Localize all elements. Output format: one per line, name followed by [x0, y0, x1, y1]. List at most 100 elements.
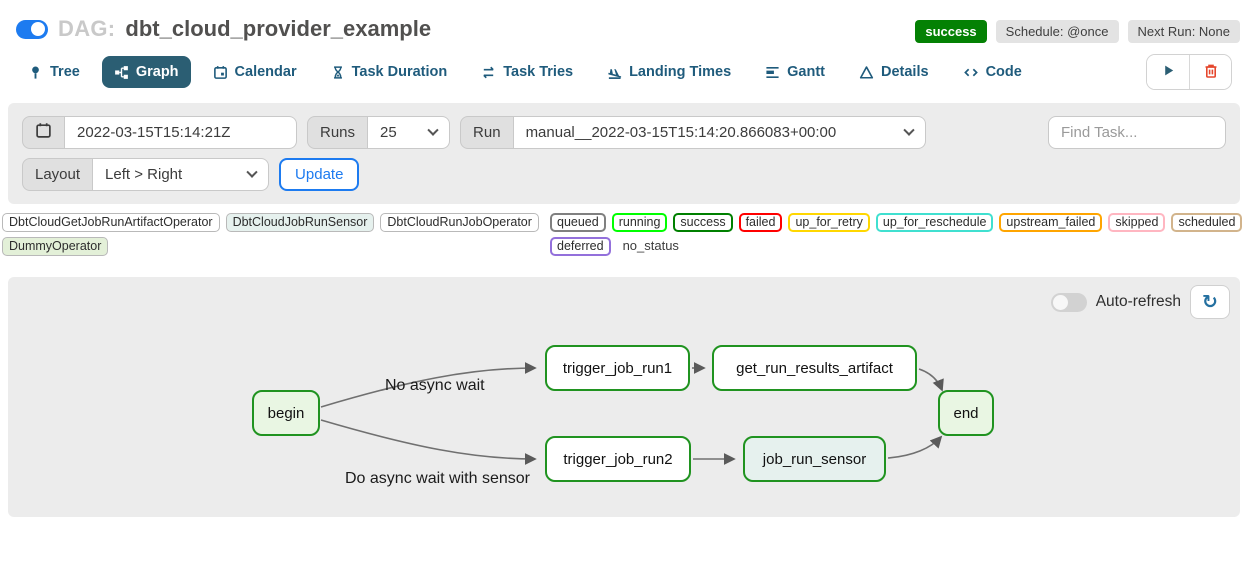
refresh-button[interactable]: ↻: [1190, 285, 1230, 319]
dag-action-buttons: [1146, 54, 1232, 90]
auto-refresh-label: Auto-refresh: [1095, 293, 1181, 310]
dag-graph-panel: Auto-refresh ↻ begin trigger_job_run1 ge…: [8, 277, 1240, 517]
trigger-dag-button[interactable]: [1147, 55, 1189, 89]
tab-label: Task Tries: [503, 64, 574, 80]
chevron-down-icon: [427, 124, 439, 136]
tab-details[interactable]: Details: [847, 56, 941, 88]
play-icon: [1161, 63, 1176, 81]
chevron-down-icon: [246, 166, 258, 178]
state-badge-up-for-retry[interactable]: up_for_retry: [788, 213, 870, 232]
edge-sensor-end: [887, 435, 943, 459]
repeat-icon: [481, 65, 496, 80]
layout-label: Layout: [22, 158, 94, 191]
dag-edges: [320, 362, 944, 465]
operator-legend: DbtCloudGetJobRunArtifactOperator DbtClo…: [2, 213, 550, 261]
run-label: Run: [460, 116, 514, 149]
dag-pause-toggle[interactable]: [16, 19, 48, 39]
state-legend: queued running success failed up_for_ret…: [550, 213, 1243, 261]
tab-code[interactable]: Code: [951, 56, 1034, 88]
toggle-knob: [1053, 294, 1069, 310]
toggle-knob: [31, 22, 45, 36]
code-icon: [963, 65, 979, 80]
tab-graph[interactable]: Graph: [101, 56, 191, 88]
graph-toolbar: Runs 25 Run manual__2022-03-15T15:14:20.…: [8, 103, 1240, 204]
dag-header: DAG: dbt_cloud_provider_example success …: [0, 0, 1248, 46]
tab-label: Code: [985, 64, 1022, 80]
state-badge-deferred[interactable]: deferred: [550, 237, 611, 256]
node-get-run-results-artifact[interactable]: get_run_results_artifact: [712, 345, 917, 391]
node-begin[interactable]: begin: [252, 390, 320, 436]
edge-artifact-end: [918, 368, 944, 392]
edge-label-no-async-wait: No async wait: [385, 377, 485, 394]
sitemap-icon: [114, 65, 129, 80]
tab-label: Task Duration: [351, 64, 448, 80]
runs-select[interactable]: 25: [368, 116, 451, 149]
node-end[interactable]: end: [938, 390, 994, 436]
tab-landing-times[interactable]: Landing Times: [595, 56, 743, 88]
base-date-group: [22, 116, 297, 149]
state-label-no-status: no_status: [622, 238, 679, 253]
schedule-badge: Schedule: @once: [995, 20, 1119, 43]
edge-label-do-async-wait: Do async wait with sensor: [345, 470, 530, 487]
calendar-icon: [213, 65, 228, 80]
hourglass-icon: [331, 65, 345, 80]
base-date-input[interactable]: [65, 116, 297, 149]
node-job-run-sensor[interactable]: job_run_sensor: [743, 436, 886, 482]
state-badge-queued[interactable]: queued: [550, 213, 606, 232]
dag-title: dbt_cloud_provider_example: [125, 16, 432, 41]
auto-refresh-toggle[interactable]: [1050, 292, 1087, 312]
node-trigger-job-run2[interactable]: trigger_job_run2: [545, 436, 691, 482]
runs-value: 25: [380, 124, 397, 141]
header-badges: success Schedule: @once Next Run: None: [915, 20, 1240, 43]
legend: DbtCloudGetJobRunArtifactOperator DbtClo…: [0, 204, 1248, 267]
operator-badge: DbtCloudGetJobRunArtifactOperator: [2, 213, 220, 232]
trash-icon: [1203, 63, 1219, 82]
operator-badge: DbtCloudJobRunSensor: [225, 213, 375, 232]
tab-label: Gantt: [787, 64, 825, 80]
runs-group: Runs 25: [307, 116, 451, 149]
plane-landing-icon: [607, 65, 622, 80]
triangle-icon: [859, 65, 874, 80]
layout-group: Layout Left > Right: [22, 158, 270, 191]
operator-badge: DbtCloudRunJobOperator: [380, 213, 539, 232]
status-badge: success: [915, 20, 987, 43]
chevron-down-icon: [902, 124, 915, 136]
tab-label: Tree: [50, 64, 80, 80]
tab-tree[interactable]: Tree: [16, 56, 92, 88]
state-badge-running[interactable]: running: [611, 213, 668, 232]
pin-icon: [28, 65, 43, 80]
refresh-icon: ↻: [1202, 291, 1218, 313]
gantt-icon: [765, 65, 780, 80]
layout-value: Left > Right: [105, 166, 183, 183]
state-badge-success[interactable]: success: [673, 213, 733, 232]
operator-badge: DummyOperator: [2, 237, 109, 256]
tab-task-tries[interactable]: Task Tries: [469, 56, 585, 88]
tab-gantt[interactable]: Gantt: [753, 56, 837, 88]
run-value: manual__2022-03-15T15:14:20.866083+00:00: [525, 124, 837, 141]
tab-label: Landing Times: [629, 64, 732, 80]
layout-select[interactable]: Left > Right: [93, 158, 270, 191]
next-run-badge: Next Run: None: [1127, 20, 1240, 43]
tab-label: Details: [881, 64, 929, 80]
delete-dag-button[interactable]: [1189, 55, 1231, 89]
find-task-input[interactable]: [1048, 116, 1226, 149]
dag-prefix-label: DAG:: [58, 16, 116, 41]
edge-begin-trigger2: [320, 419, 537, 465]
run-select[interactable]: manual__2022-03-15T15:14:20.866083+00:00: [513, 116, 926, 149]
runs-label: Runs: [307, 116, 369, 149]
calendar-picker-button[interactable]: [22, 116, 65, 149]
tab-task-duration[interactable]: Task Duration: [319, 56, 460, 88]
state-badge-up-for-reschedule[interactable]: up_for_reschedule: [875, 213, 994, 232]
view-tabbar: Tree Graph Calendar Task Duration Task T…: [0, 46, 1248, 96]
update-button[interactable]: Update: [279, 158, 360, 191]
tab-label: Calendar: [234, 64, 297, 80]
edge-begin-trigger1: [320, 362, 537, 408]
node-trigger-job-run1[interactable]: trigger_job_run1: [545, 345, 690, 391]
state-badge-scheduled[interactable]: scheduled: [1171, 213, 1243, 232]
tab-calendar[interactable]: Calendar: [201, 56, 309, 88]
state-badge-failed[interactable]: failed: [738, 213, 783, 232]
state-badge-skipped[interactable]: skipped: [1108, 213, 1166, 232]
state-badge-upstream-failed[interactable]: upstream_failed: [999, 213, 1103, 232]
tab-label: Graph: [135, 64, 179, 80]
calendar-icon: [35, 122, 52, 143]
